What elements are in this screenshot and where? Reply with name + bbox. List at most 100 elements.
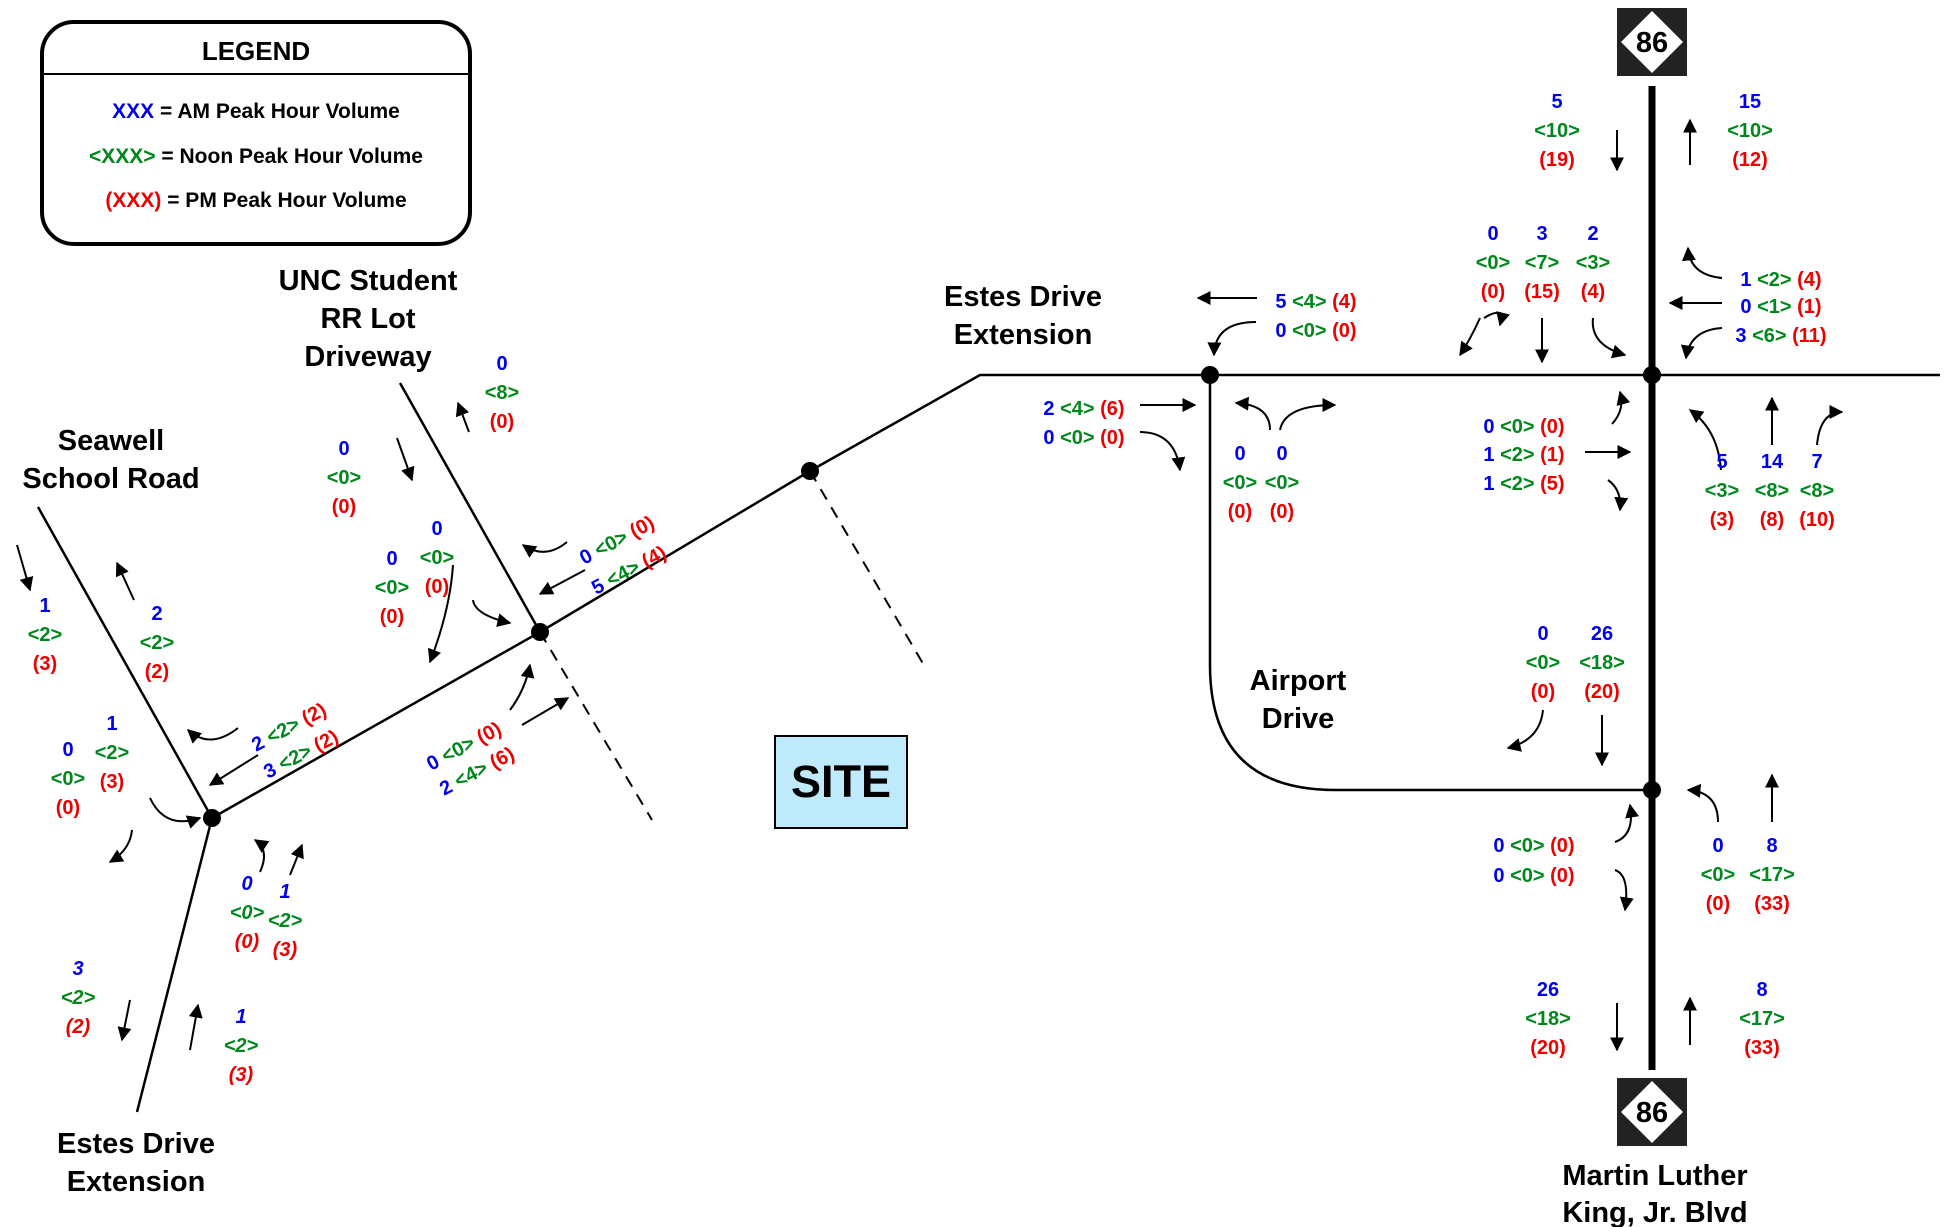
mlk-label-2: King, Jr. Blvd xyxy=(1562,1197,1747,1227)
estes-drive-extension-south-road xyxy=(135,817,214,1113)
mlk-nb-r-volume-pm: (10) xyxy=(1799,509,1835,531)
mlk-nb-t-volume-noon: <8> xyxy=(1755,480,1789,502)
intersection-nodes xyxy=(203,366,1661,827)
unc-exit-volume-pm: (0) xyxy=(490,411,514,433)
sea-sb-r-volume-pm: (3) xyxy=(100,771,124,793)
unc-exit-volume-am: 0 xyxy=(496,353,507,375)
mlk-wb-r-volume: 1 <2> (4) xyxy=(1740,269,1821,291)
s86-nb-volume-am: 8 xyxy=(1756,979,1767,1001)
mlk-wb-l-volume: 3 <6> (11) xyxy=(1735,325,1826,347)
unc-sb-l-volume-noon: <0> xyxy=(375,577,409,599)
estes-s-nb-volume-pm: (3) xyxy=(229,1064,254,1086)
airport-drive-road xyxy=(1208,375,1652,792)
legend-noon-entry: <XXX> = Noon Peak Hour Volume xyxy=(89,145,423,168)
sea-nb-r-volume-noon: <2> xyxy=(268,910,303,932)
unc-exit-volume-noon: <8> xyxy=(485,382,519,404)
mlk-sb-r-volume-pm: (4) xyxy=(1581,281,1605,303)
air-nb-l-volume-pm: (0) xyxy=(1228,501,1252,523)
n86-nb-volume-pm: (12) xyxy=(1732,149,1768,171)
mlk-nb-t-volume-am: 14 xyxy=(1761,451,1784,473)
sea-in-volume-am: 1 xyxy=(39,595,50,617)
ad-sb-l-volume-am: 0 xyxy=(1537,623,1548,645)
estes-s-nb-volume-am: 1 xyxy=(235,1006,246,1028)
node-seawell xyxy=(203,809,221,827)
mlk-sb-r-volume-noon: <3> xyxy=(1576,252,1610,274)
estes-top-label-1: Estes Drive xyxy=(944,281,1102,313)
unc-sb-l-volume-pm: (0) xyxy=(380,606,404,628)
ad-nb-r-volume-noon: <0> xyxy=(1701,864,1735,886)
movement-arrows xyxy=(16,118,1844,1052)
legend-title: LEGEND xyxy=(202,36,310,66)
unc-sb-r-volume-am: 0 xyxy=(431,518,442,540)
node-mlk-south xyxy=(1643,781,1661,799)
svg-text:SITE: SITE xyxy=(791,756,891,807)
unc-label-3: Driveway xyxy=(304,341,431,373)
n86-sb-volume-noon: <10> xyxy=(1534,120,1580,142)
seawell-label-2: School Road xyxy=(22,463,199,495)
air-eb-t-volume: 2 <4> (6) xyxy=(1043,398,1124,420)
s86-nb-volume-pm: (33) xyxy=(1744,1037,1780,1059)
svg-text:86: 86 xyxy=(1636,27,1668,59)
dashed-site-driveway-2 xyxy=(809,470,926,668)
ad-nb-t-volume-am: 8 xyxy=(1766,835,1777,857)
dashed-site-driveway-1 xyxy=(539,631,653,821)
mlk-wb-t-volume: 0 <1> (1) xyxy=(1740,296,1821,318)
mlk-label-1: Martin Luther xyxy=(1562,1160,1747,1192)
estes-bottom-label-1: Estes Drive xyxy=(57,1128,215,1160)
sea-out-volume-pm: (2) xyxy=(145,661,169,683)
airport-label-2: Drive xyxy=(1262,703,1335,735)
ad-nb-t-volume-pm: (33) xyxy=(1754,893,1790,915)
mlk-nb-t-volume-pm: (8) xyxy=(1760,509,1784,531)
unc-enter-volume-am: 0 xyxy=(338,438,349,460)
mlk-eb-r-volume: 1 <2> (5) xyxy=(1483,473,1564,495)
svg-text:86: 86 xyxy=(1636,1097,1668,1129)
mlk-sb-l-volume-pm: (0) xyxy=(1481,281,1505,303)
mlk-sb-l-volume-am: 0 xyxy=(1487,223,1498,245)
node-site-drive xyxy=(801,462,819,480)
unc-sb-r-volume-noon: <0> xyxy=(420,547,454,569)
mlk-nb-r-volume-noon: <8> xyxy=(1800,480,1834,502)
mlk-nb-l-volume-noon: <3> xyxy=(1705,480,1739,502)
mlk-sb-t-volume-am: 3 xyxy=(1536,223,1547,245)
sea-sb-l-volume-am: 0 xyxy=(62,739,73,761)
s86-nb-volume-noon: <17> xyxy=(1739,1008,1785,1030)
ad-sb-l-volume-noon: <0> xyxy=(1526,652,1560,674)
node-unc xyxy=(531,623,549,641)
sea-in-volume-pm: (3) xyxy=(33,653,57,675)
estes-s-sb-volume-noon: <2> xyxy=(61,987,96,1009)
ad-eb-r-volume: 0 <0> (0) xyxy=(1493,865,1574,887)
mlk-sb-t-volume-noon: <7> xyxy=(1525,252,1559,274)
s86-sb-volume-am: 26 xyxy=(1537,979,1559,1001)
ad-sb-t-volume-pm: (20) xyxy=(1584,681,1620,703)
sea-sb-l-volume-pm: (0) xyxy=(56,797,80,819)
n86-nb-volume-noon: <10> xyxy=(1727,120,1773,142)
ad-eb-l-volume: 0 <0> (0) xyxy=(1493,835,1574,857)
sea-nb-l-volume-am: 0 xyxy=(241,873,252,895)
unc-enter-volume-pm: (0) xyxy=(332,496,356,518)
air-nb-r-volume-pm: (0) xyxy=(1270,501,1294,523)
unc-label-1: UNC Student xyxy=(279,265,458,297)
mlk-sb-l-volume-noon: <0> xyxy=(1476,252,1510,274)
ad-nb-r-volume-am: 0 xyxy=(1712,835,1723,857)
sea-sb-l-volume-noon: <0> xyxy=(51,768,85,790)
legend-box: LEGEND XXX = AM Peak Hour Volume <XXX> =… xyxy=(40,20,472,246)
unc-driveway-road xyxy=(398,382,542,633)
sea-nb-l-volume-noon: <0> xyxy=(230,902,265,924)
unc-sb-r-volume-pm: (0) xyxy=(425,576,449,598)
ad-sb-l-volume-pm: (0) xyxy=(1531,681,1555,703)
mlk-sb-t-volume-pm: (15) xyxy=(1524,281,1560,303)
estes-s-sb-volume-pm: (2) xyxy=(66,1016,91,1038)
node-airport-west xyxy=(1201,366,1219,384)
site-box: SITE xyxy=(774,735,908,829)
legend-am-entry: XXX = AM Peak Hour Volume xyxy=(112,100,400,123)
n86-sb-volume-am: 5 xyxy=(1551,91,1562,113)
n86-sb-volume-pm: (19) xyxy=(1539,149,1575,171)
sea-sb-r-volume-am: 1 xyxy=(106,713,117,735)
mlk-sb-r-volume-am: 2 xyxy=(1587,223,1598,245)
seawell-label-1: Seawell xyxy=(58,425,164,457)
unc-sb-l-volume-am: 0 xyxy=(386,548,397,570)
mlk-nb-l-volume-pm: (3) xyxy=(1710,509,1734,531)
sea-out-volume-am: 2 xyxy=(151,603,162,625)
